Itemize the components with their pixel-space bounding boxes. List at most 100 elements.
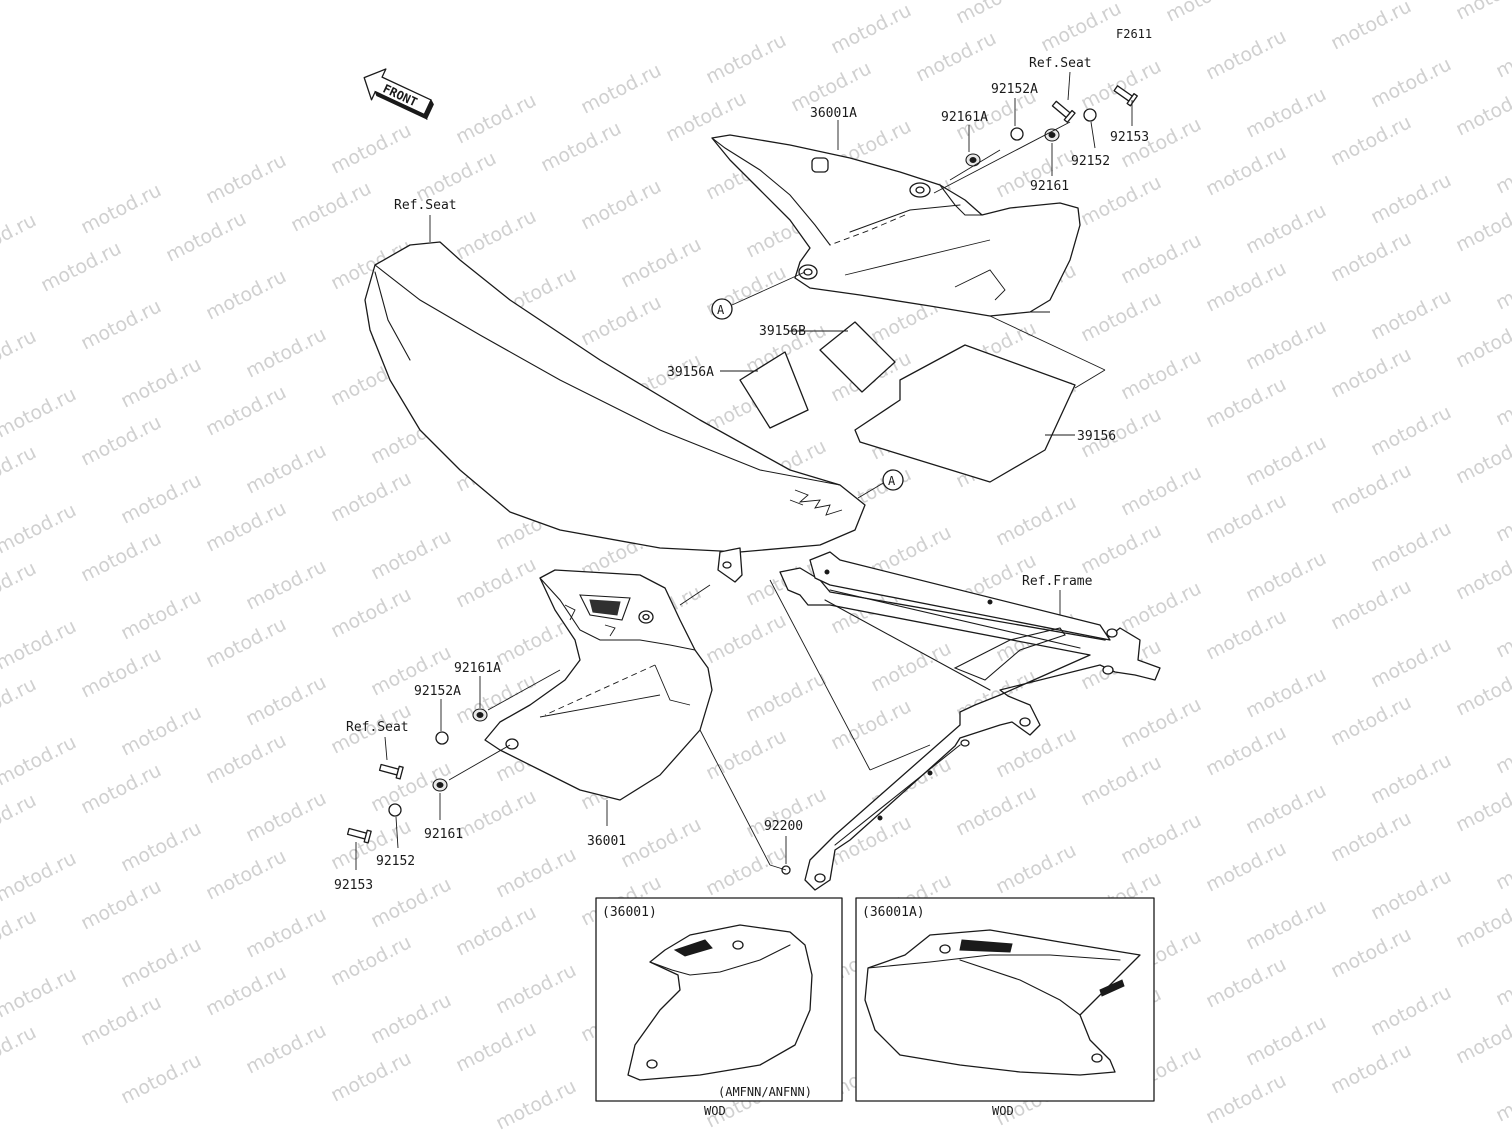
watermark-text: motod.ru [162,207,250,266]
label-92161-top: 92161 [1030,179,1069,194]
label-92200: 92200 [764,819,803,834]
watermark-text: motod.ru [202,497,290,556]
watermark-text: motod.ru [1202,953,1290,1012]
label-36001: 36001 [587,834,626,849]
watermark-text: motod.ru [37,237,125,296]
watermark-text: motod.ru [202,381,290,440]
watermark-text: motod.ru [77,295,165,354]
watermark-text: motod.ru [0,209,40,268]
watermark-text: motod.ru [1327,459,1415,518]
inset-36001a-caption: WOD [992,1104,1014,1118]
watermark-text: motod.ru [117,701,205,760]
watermark-text: motod.ru [1492,23,1512,82]
watermark-text: motod.ru [1327,807,1415,866]
inset-36001: (36001) (AMFNN/ANFNN) [595,897,843,1102]
watermark-text: motod.ru [912,27,1000,86]
watermark-text: motod.ru [992,839,1080,898]
watermark-text: motod.ru [77,527,165,586]
label-36001a: 36001A [810,106,857,121]
label-ref-seat-bottom: Ref.Seat [346,720,409,735]
watermark-text: motod.ru [1117,577,1205,636]
watermark-text: motod.ru [1117,229,1205,288]
watermark-text: motod.ru [1367,633,1455,692]
watermark-text: motod.ru [1367,749,1455,808]
watermark-text: motod.ru [367,525,455,584]
watermark-text: motod.ru [1492,487,1512,546]
watermark-text: motod.ru [202,845,290,904]
marker-a-bottom: A [882,469,904,491]
watermark-text: motod.ru [1117,461,1205,520]
watermark-text: motod.ru [117,469,205,528]
label-92161a-bottom: 92161A [454,661,501,676]
label-ref-seat-top: Ref.Seat [1029,56,1092,71]
watermark-text: motod.ru [1202,837,1290,896]
watermark-text: motod.ru [77,643,165,702]
watermark-text: motod.ru [452,205,540,264]
watermark-text: motod.ru [242,439,330,498]
fasteners-top [965,85,1138,167]
inset-36001-note: (AMFNN/ANFNN) [718,1085,812,1099]
watermark-text: motod.ru [1077,171,1165,230]
watermark-text: motod.ru [827,695,915,754]
svg-text:A: A [888,474,896,488]
watermark-text: motod.ru [992,491,1080,550]
leaders-top [731,71,1133,389]
watermark-text: motod.ru [1077,519,1165,578]
watermark-text: motod.ru [992,723,1080,782]
watermark-text: motod.ru [1242,895,1330,954]
watermark-text: motod.ru [1117,809,1205,868]
watermark-text: motod.ru [77,179,165,238]
label-92161a-top: 92161A [941,110,988,125]
watermark-text: motod.ru [702,29,790,88]
watermark-text: motod.ru [1202,721,1290,780]
watermark-text: motod.ru [117,1049,205,1108]
watermark-text: motod.ru [1367,285,1455,344]
watermark-text: motod.ru [117,933,205,992]
watermark-text: motod.ru [1242,547,1330,606]
label-ref-frame: Ref.Frame [1022,574,1093,589]
watermark-text: motod.ru [77,411,165,470]
watermark-text: motod.ru [1242,315,1330,374]
watermark-text: motod.ru [0,325,40,384]
label-92152a-bottom: 92152A [414,684,461,699]
watermark-text: motod.ru [0,963,80,1022]
watermark-text: motod.ru [1242,431,1330,490]
watermark-text: motod.ru [617,813,705,872]
watermark-text: motod.ru [1492,1067,1512,1126]
watermark-text: motod.ru [702,841,790,900]
front-arrow-icon: FRONT [363,68,434,120]
watermark-text: motod.ru [1452,429,1512,488]
watermark-text: motod.ru [1327,227,1415,286]
watermark-text: motod.ru [1327,923,1415,982]
watermark-text: motod.ru [327,119,415,178]
watermark-text: motod.ru [1327,0,1415,54]
watermark-text: motod.ru [1242,199,1330,258]
watermark-text: motod.ru [1367,401,1455,460]
watermark-text: motod.ru [1077,287,1165,346]
watermark-text: motod.ru [1492,255,1512,314]
watermark-text: motod.ru [77,991,165,1050]
watermark-text: motod.ru [1117,693,1205,752]
label-39156: 39156 [1077,429,1116,444]
watermark-text: motod.ru [617,233,705,292]
label-92152a-top: 92152A [991,82,1038,97]
watermark-text: motod.ru [1367,865,1455,924]
watermark-text: motod.ru [0,557,40,616]
watermark-text: motod.ru [0,383,80,442]
watermark-text: motod.ru [77,875,165,934]
watermark-text: motod.ru [1492,719,1512,778]
watermark-text: motod.ru [1202,605,1290,664]
label-92152-top: 92152 [1071,154,1110,169]
leaders-bottom [355,584,787,871]
label-92153-top: 92153 [1110,130,1149,145]
watermark-text: motod.ru [1202,141,1290,200]
watermark-text: motod.ru [1492,835,1512,894]
inset-36001-caption: WOD [704,1104,726,1118]
watermark-text: motod.ru [1367,53,1455,112]
watermark-text: motod.ru [1242,83,1330,142]
label-92161-bottom: 92161 [424,827,463,842]
watermark-text: motod.ru [492,843,580,902]
watermark-text: motod.ru [952,781,1040,840]
watermark-text: motod.ru [492,1075,580,1134]
